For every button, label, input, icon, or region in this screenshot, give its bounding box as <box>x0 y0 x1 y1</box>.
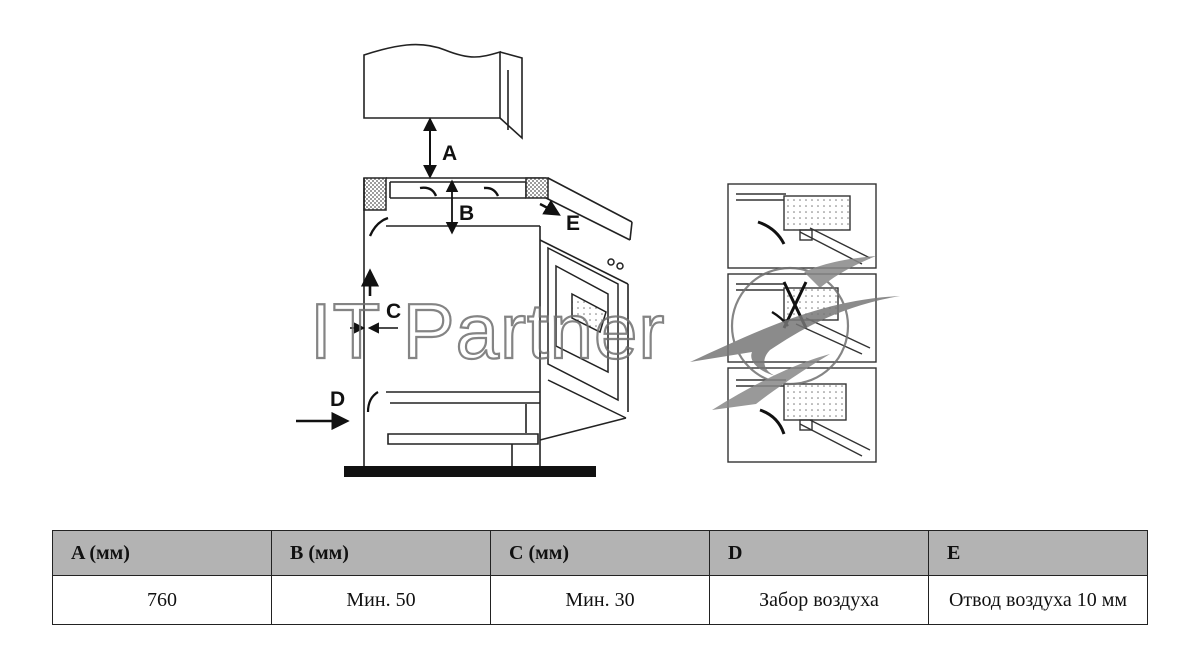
header-d: D <box>709 530 929 576</box>
label-b: B <box>459 202 474 225</box>
detail-panel-top <box>727 183 877 269</box>
installation-diagram: A <box>296 43 900 477</box>
cell-c: Мин. 30 <box>490 575 710 625</box>
plinth-drawers <box>386 391 540 470</box>
header-c: C (мм) <box>490 530 710 576</box>
table-row: 760 Мин. 50 Мин. 30 Забор воздуха Отвод … <box>52 575 1148 625</box>
air-intake-curve <box>366 391 379 413</box>
detail-panel-bottom <box>727 367 877 463</box>
label-e: E <box>566 212 580 235</box>
cell-d: Забор воздуха <box>709 575 929 625</box>
cell-e: Отвод воздуха 10 мм <box>928 575 1148 625</box>
airflow-hob <box>368 186 561 237</box>
label-c: C <box>386 300 401 323</box>
svg-text:IT Partner: IT Partner <box>310 287 665 375</box>
label-a: A <box>442 142 457 165</box>
label-d: D <box>330 388 345 411</box>
upper-cabinet <box>363 43 523 140</box>
header-b: B (мм) <box>271 530 491 576</box>
header-e: E <box>928 530 1148 576</box>
cell-a: 760 <box>52 575 272 625</box>
knob-1 <box>607 258 615 266</box>
table-header-row: A (мм) B (мм) C (мм) D E <box>52 530 1148 576</box>
spec-table: A (мм) B (мм) C (мм) D E 760 Мин. 50 Мин… <box>52 530 1148 625</box>
oven-front <box>539 246 627 441</box>
cell-b: Мин. 50 <box>271 575 491 625</box>
floor-bar <box>344 466 596 477</box>
header-a: A (мм) <box>52 530 272 576</box>
knob-2 <box>616 262 624 270</box>
watermark-logo: IT Partner <box>309 256 900 410</box>
